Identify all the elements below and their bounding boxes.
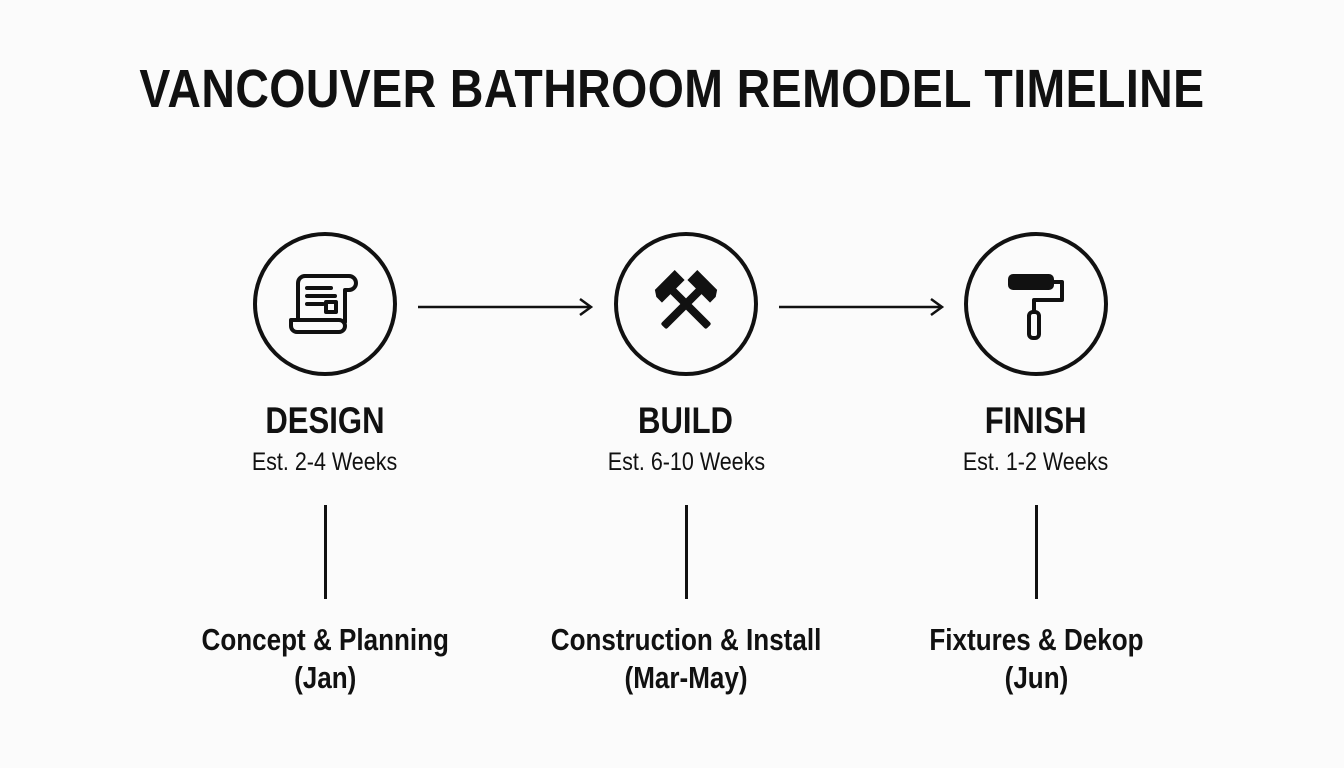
stage-detail-line: Construction & Install bbox=[550, 622, 822, 657]
stage-detail-date: (Jun) bbox=[1004, 660, 1068, 695]
stage-title: FINISH bbox=[985, 400, 1087, 441]
crossed-hammers-icon bbox=[654, 270, 718, 329]
stage-icon-circle bbox=[964, 232, 1108, 376]
stage-detail-line: Concept & Planning bbox=[201, 622, 449, 657]
stage-title: BUILD bbox=[638, 400, 734, 441]
stage-detail-date: (Mar-May) bbox=[624, 660, 748, 695]
arrow-right-icon bbox=[418, 297, 594, 317]
stage-estimate: Est. 2-4 Weeks bbox=[252, 448, 398, 476]
stage-detail-line: Fixtures & Dekop bbox=[928, 622, 1144, 657]
stage-title: DESIGN bbox=[265, 400, 385, 441]
paint-roller-icon bbox=[1008, 274, 1064, 340]
stage-icon-circle bbox=[253, 232, 397, 376]
stage-finish: FINISH Est. 1-2 Weeks Fixtures & Dekop (… bbox=[906, 232, 1166, 697]
stage-detail: Concept & Planning (Jan) bbox=[201, 621, 448, 697]
stage-detail: Fixtures & Dekop (Jun) bbox=[929, 621, 1143, 697]
stage-icon-circle bbox=[614, 232, 758, 376]
arrow-right-icon bbox=[779, 297, 945, 317]
connector-line bbox=[684, 505, 688, 599]
stage-design: DESIGN Est. 2-4 Weeks Concept & Planning… bbox=[195, 232, 455, 697]
stage-detail-date: (Jan) bbox=[293, 660, 357, 695]
stage-build: BUILD Est. 6-10 Weeks Construction & Ins… bbox=[551, 232, 821, 697]
stage-detail: Construction & Install (Mar-May) bbox=[551, 621, 822, 697]
connector-line bbox=[323, 505, 327, 599]
page-title: VANCOUVER BATHROOM REMODEL TIMELINE bbox=[139, 59, 1205, 119]
stage-estimate: Est. 6-10 Weeks bbox=[607, 448, 765, 476]
stage-estimate: Est. 1-2 Weeks bbox=[963, 448, 1109, 476]
connector-line bbox=[1034, 505, 1038, 599]
blueprint-scroll-icon bbox=[289, 274, 358, 334]
